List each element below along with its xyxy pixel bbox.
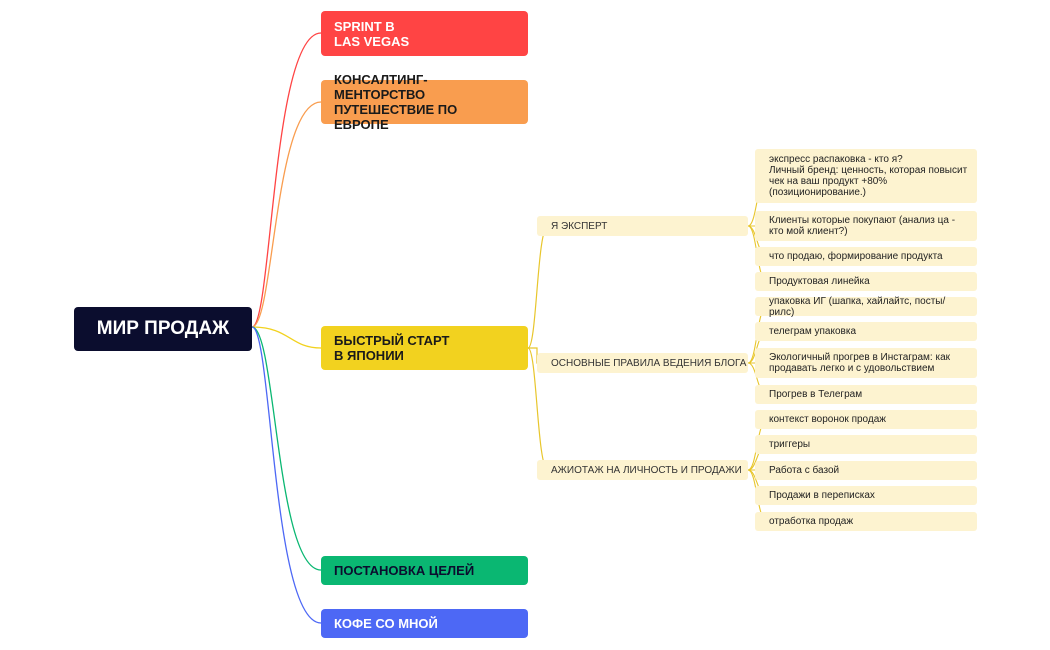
connector-root-coffee [251,326,322,624]
branch-goal-setting[interactable]: ПОСТАНОВКА ЦЕЛЕЙ [321,556,528,585]
branch-quick-start-japan[interactable]: БЫСТРЫЙ СТАРТ В ЯПОНИИ [321,326,528,370]
subtopic-hype-sales[interactable]: АЖИОТАЖ НА ЛИЧНОСТЬ И ПРОДАЖИ [537,460,748,480]
leaf-hype-3[interactable]: Работа с базой [755,461,977,480]
branch-sprint-las-vegas[interactable]: SPRINT В LAS VEGAS [321,11,528,56]
root-node[interactable]: МИР ПРОДАЖ [74,307,252,351]
subtopic-blog-rules[interactable]: ОСНОВНЫЕ ПРАВИЛА ВЕДЕНИЯ БЛОГА [537,353,748,373]
leaf-blog-2[interactable]: телеграм упаковка [755,322,977,341]
leaf-hype-4[interactable]: Продажи в переписках [755,486,977,505]
leaf-blog-4[interactable]: Прогрев в Телеграм [755,385,977,404]
leaf-hype-5[interactable]: отработка продаж [755,512,977,531]
connector-root-sprint [251,32,322,328]
leaf-blog-1[interactable]: упаковка ИГ (шапка, хайлайтс, посты/рилс… [755,296,977,318]
leaf-expert-2[interactable]: Клиенты которые покупают (анализ ца - кт… [755,211,977,241]
connector-japan-expert [527,225,549,349]
leaf-expert-1[interactable]: экспресс распаковка - кто я? Личный брен… [755,149,977,203]
leaf-hype-1[interactable]: контекст воронок продаж [755,410,977,429]
leaf-expert-3[interactable]: что продаю, формирование продукта [755,247,977,266]
leaf-blog-3[interactable]: Экологичный прогрев в Инстаграм: как про… [755,348,977,378]
subtopic-expert[interactable]: Я ЭКСПЕРТ [537,216,748,236]
leaf-hype-2[interactable]: триггеры [755,435,977,454]
connector-root-japan [251,326,322,349]
connector-root-consulting [251,101,322,328]
leaf-expert-4[interactable]: Продуктовая линейка [755,272,977,291]
branch-coffee-with-me[interactable]: КОФЕ СО МНОЙ [321,609,528,638]
connector-root-goals [251,326,322,571]
branch-consulting-europe[interactable]: КОНСАЛТИНГ-МЕНТОРСТВО ПУТЕШЕСТВИЕ ПО ЕВР… [321,72,528,132]
